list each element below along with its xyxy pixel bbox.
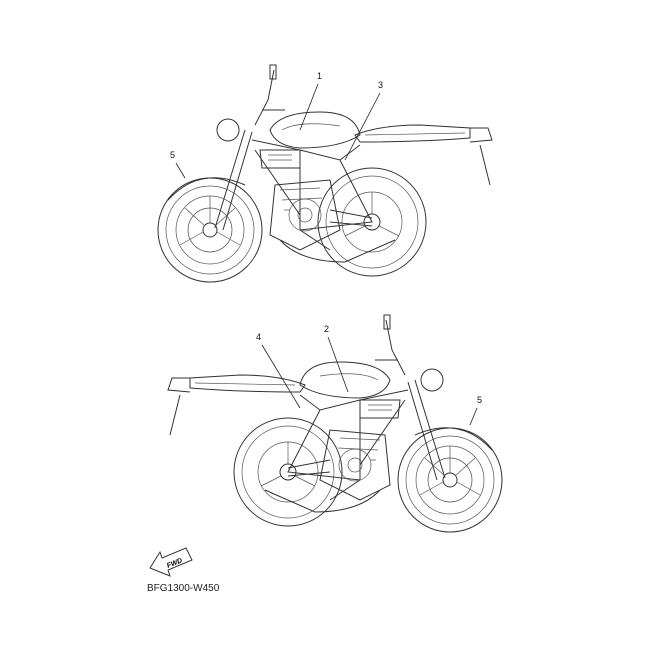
callout-leaders <box>175 83 478 426</box>
callout-3: 3 <box>378 80 384 90</box>
motorcycle-right-view <box>157 64 493 283</box>
callout-4: 4 <box>256 332 262 342</box>
callout-2: 2 <box>324 324 330 334</box>
callout-1: 1 <box>317 71 323 81</box>
diagram-code: BFG1300-W450 <box>147 583 220 594</box>
callout-5-right: 5 <box>170 150 176 160</box>
callout-5-left: 5 <box>477 395 483 405</box>
fwd-arrow-icon: FWD <box>149 547 193 577</box>
motorcycle-left-view <box>167 314 503 533</box>
fwd-text: FWD <box>166 557 183 569</box>
